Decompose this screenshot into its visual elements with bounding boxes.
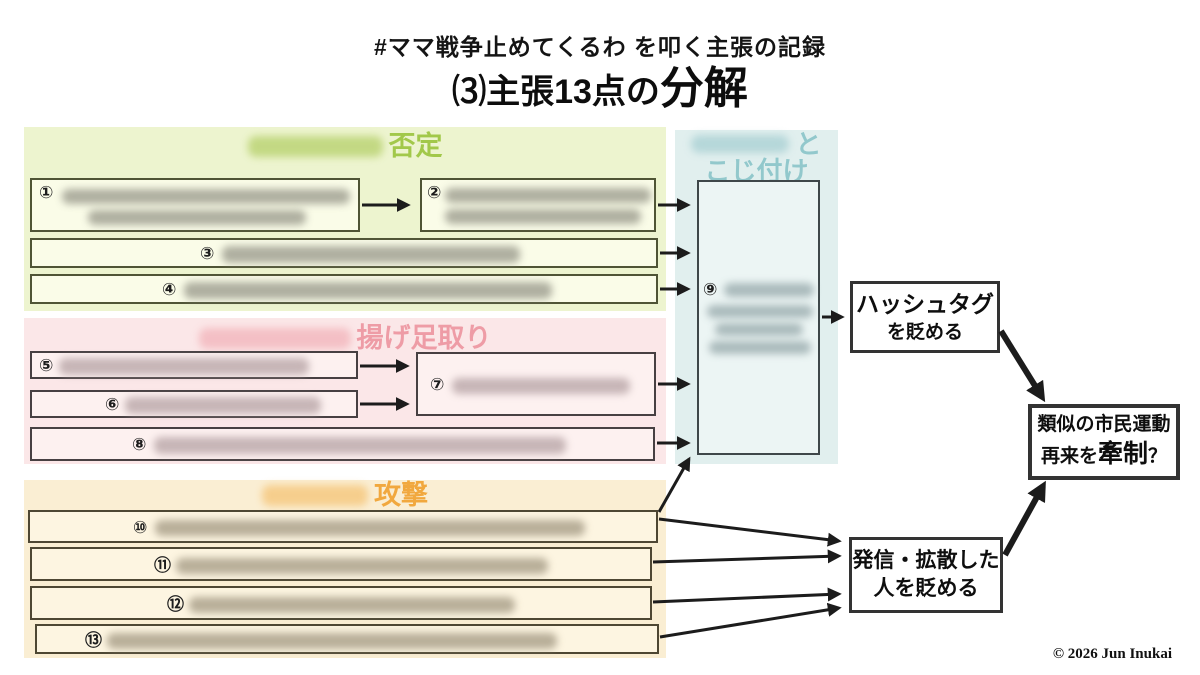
outcome-deterrence-line2: 再来を牽制？ <box>1041 438 1167 472</box>
redacted-header-text <box>262 484 368 506</box>
redacted-line <box>59 358 309 375</box>
outcome-people-box: 発信・拡散した 人を貶める <box>849 537 1003 613</box>
redacted-line <box>709 341 811 354</box>
group-label-attack: 攻撃 <box>374 479 428 510</box>
claim-number: ④ <box>162 280 177 299</box>
group-header-negation: 否定 <box>24 130 666 162</box>
deterrence-line2-emphasis: 牽制 <box>1097 439 1148 468</box>
arrow-people-to-deterrence <box>1002 480 1046 557</box>
redacted-line <box>88 210 306 225</box>
outcome-people-line1: 発信・拡散した <box>852 548 1000 572</box>
group-label-forced-link-1: と <box>795 128 822 159</box>
claim-number: ⑥ <box>105 395 120 414</box>
outcome-hashtag-box: ハッシュタグ を貶める <box>850 281 1000 353</box>
arrow-13-to-people <box>659 602 842 639</box>
outcome-deterrence-box: 類似の市民運動 再来を牽制？ <box>1028 404 1180 480</box>
group-header-forced-link-line1: と <box>675 128 838 159</box>
claim-box-12: ⑫ <box>30 586 652 620</box>
redacted-line <box>707 305 813 318</box>
redacted-line <box>452 378 630 394</box>
redacted-line <box>715 323 803 336</box>
claim-box-11: ⑪ <box>30 547 652 581</box>
outcome-hashtag-line1: ハッシュタグ <box>856 290 994 317</box>
arrow-11-to-people <box>652 549 842 564</box>
redacted-line <box>125 397 321 414</box>
redacted-line <box>445 209 641 224</box>
claim-box-4: ④ <box>30 274 658 304</box>
arrow-12-to-people <box>652 587 842 604</box>
copyright-text: © 2026 Jun Inukai <box>1052 646 1172 662</box>
claim-number: ① <box>39 183 54 202</box>
claim-box-10: ⑩ <box>28 510 658 543</box>
claim-box-9: ⑨ <box>697 180 820 455</box>
claim-number: ⑤ <box>39 356 54 375</box>
group-label-nitpick: 揚げ足取り <box>356 322 492 353</box>
redacted-line <box>222 246 520 263</box>
subtitle-prefix: ⑶主張13点の <box>452 73 660 111</box>
deterrence-line2-prefix: 再来を <box>1040 445 1098 467</box>
claim-box-5: ⑤ <box>30 351 358 379</box>
page-title: #ママ戦争止めてくるわ を叩く主張の記録 <box>373 34 827 60</box>
deterrence-line2-suffix: ？ <box>1148 445 1168 467</box>
group-label-negation: 否定 <box>388 130 443 161</box>
redacted-line <box>445 188 651 203</box>
redacted-line <box>724 283 814 297</box>
arrow-hashtag-to-deterrence <box>998 329 1046 403</box>
subtitle-emphasis: 分解 <box>659 64 748 113</box>
redacted-line <box>155 520 585 536</box>
redacted-header-text <box>247 135 383 157</box>
claim-number: ⑪ <box>154 556 171 575</box>
group-label-forced-link-2: こじ付け <box>704 155 809 186</box>
claim-box-6: ⑥ <box>30 390 358 418</box>
outcome-hashtag-line2: を貶める <box>886 321 963 343</box>
claim-box-7: ⑦ <box>416 352 656 416</box>
redacted-line <box>189 597 515 613</box>
outcome-deterrence-line1: 類似の市民運動 <box>1037 414 1171 436</box>
redacted-line <box>62 189 350 204</box>
group-header-forced-link-line2: こじ付け <box>675 155 838 186</box>
claim-number: ⑬ <box>85 631 102 650</box>
redacted-line <box>184 282 552 299</box>
redacted-line <box>176 558 548 574</box>
page-subtitle: ⑶主張13点の分解 <box>0 66 1200 115</box>
claim-number: ③ <box>200 244 215 263</box>
claim-number: ⑩ <box>133 518 148 537</box>
redacted-header-text <box>691 135 790 153</box>
claim-box-8: ⑧ <box>30 427 655 461</box>
group-header-nitpick: 揚げ足取り <box>24 322 666 354</box>
claim-box-13: ⑬ <box>35 624 659 654</box>
claim-box-1: ① <box>30 178 360 232</box>
claim-box-2: ② <box>420 178 656 232</box>
claim-number: ⑨ <box>703 280 718 299</box>
claim-number: ⑫ <box>167 595 184 614</box>
claim-number: ⑧ <box>132 435 147 454</box>
redacted-line <box>107 633 557 649</box>
claim-number: ② <box>427 183 442 202</box>
outcome-people-line2: 人を貶める <box>873 577 979 600</box>
redacted-header-text <box>198 327 351 349</box>
arrow-10-to-people <box>658 517 842 547</box>
claim-box-3: ③ <box>30 238 658 268</box>
claim-number: ⑦ <box>430 375 445 394</box>
redacted-line <box>154 437 566 454</box>
group-header-attack: 攻撃 <box>24 479 666 511</box>
